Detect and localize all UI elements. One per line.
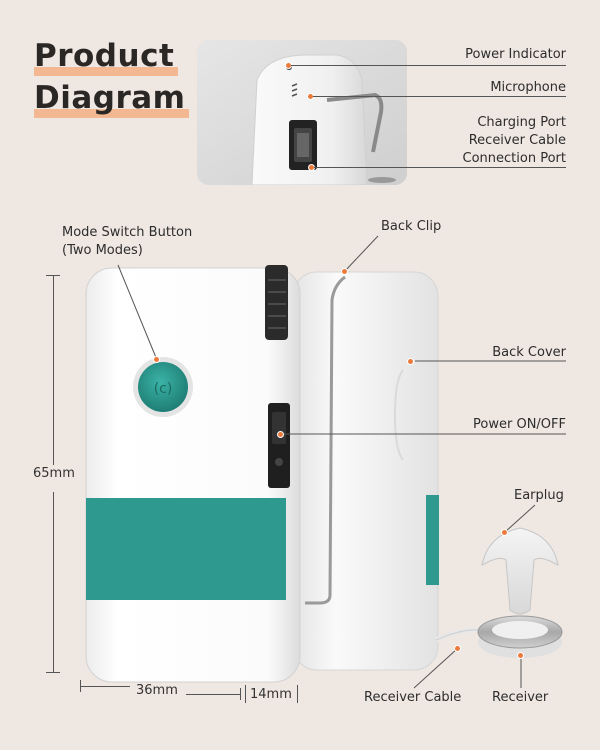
depth-cap-left bbox=[245, 685, 246, 703]
receiver-label: Receiver bbox=[492, 690, 549, 705]
height-dimension-line-top bbox=[53, 275, 54, 465]
inset-photo bbox=[197, 40, 407, 185]
mode-switch-label: Mode Switch Button (Two Modes) bbox=[62, 225, 193, 258]
back-cover-label: Back Cover bbox=[492, 345, 566, 360]
depth-dimension-label: 14mm bbox=[250, 687, 292, 702]
width-cap-left bbox=[80, 680, 81, 692]
height-cap-top bbox=[46, 275, 60, 276]
height-cap-bottom bbox=[46, 672, 60, 673]
depth-cap-right bbox=[297, 685, 298, 703]
microphone-line bbox=[313, 96, 566, 97]
back-clip-dot bbox=[341, 268, 348, 275]
device-top-closeup bbox=[197, 40, 407, 185]
microphone-label: Microphone bbox=[490, 80, 566, 95]
receiver-cable-label: Receiver Cable bbox=[364, 690, 462, 705]
power-indicator-label: Power Indicator bbox=[465, 47, 566, 62]
width-dimension-line-right bbox=[186, 694, 240, 695]
charging-port-label: Charging Port Receiver Cable Connection … bbox=[462, 115, 566, 166]
width-dimension-line-left bbox=[80, 686, 130, 687]
receiver-cable-dot bbox=[454, 645, 461, 652]
back-cover-dot bbox=[407, 358, 414, 365]
power-indicator-line bbox=[291, 65, 566, 66]
title-line-2: Diagram bbox=[34, 80, 190, 118]
power-onoff-dot bbox=[277, 431, 284, 438]
charging-port-line bbox=[314, 167, 566, 168]
back-clip-label: Back Clip bbox=[381, 219, 442, 234]
title-line-1: Product bbox=[34, 38, 179, 76]
power-onoff-label: Power ON/OFF bbox=[473, 417, 566, 432]
height-dimension-line-bottom bbox=[53, 492, 54, 672]
mode-switch-dot bbox=[153, 356, 160, 363]
earplug-dot bbox=[501, 529, 508, 536]
height-dimension-label: 65mm bbox=[33, 466, 75, 481]
receiver-dot bbox=[517, 652, 524, 659]
svg-text:(c): (c) bbox=[154, 381, 173, 397]
earplug-label: Earplug bbox=[514, 488, 564, 503]
width-dimension-label: 36mm bbox=[136, 683, 178, 698]
width-cap-right bbox=[240, 688, 241, 700]
